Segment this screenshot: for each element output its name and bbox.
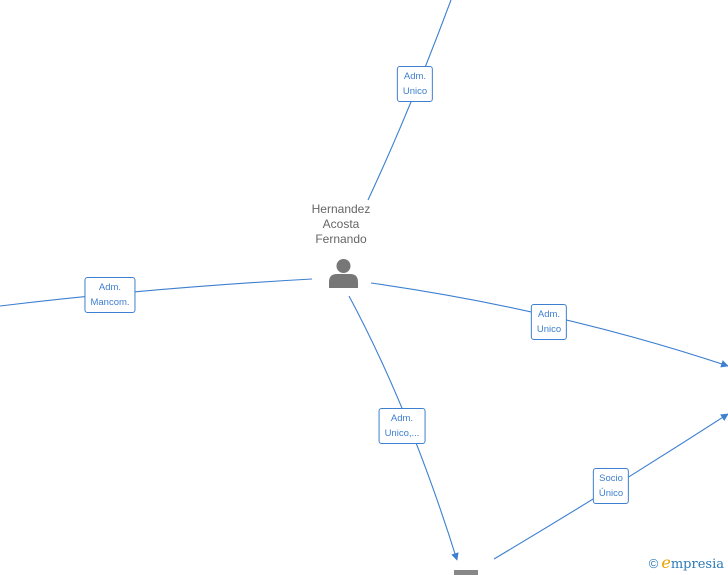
center-node-name-line: Fernando [315, 232, 367, 246]
edge-label-line: Adm. [98, 282, 122, 293]
edge-label-bottom[interactable]: Adm. Unico,... [378, 408, 426, 444]
company-icon[interactable] [454, 570, 478, 575]
edge-label-lower-right[interactable]: Socio Único [592, 468, 630, 504]
edge-label-line: Unico,... [384, 428, 420, 439]
edge-label-right[interactable]: Adm. Unico [530, 304, 568, 340]
edge-label-line: Mancom. [90, 297, 130, 308]
edge-label-left[interactable]: Adm. Mancom. [84, 277, 136, 313]
edge-label-line: Adm. [390, 413, 414, 424]
edge-label-line: Adm. [537, 309, 561, 320]
edge-label-line: Unico [536, 324, 562, 335]
edge-left [0, 278, 313, 307]
center-node-label: Hernandez Acosta Fernando [296, 202, 386, 247]
edge-label-line: Adm. [403, 71, 427, 82]
edge-label-line: Único [598, 488, 624, 499]
center-node-name-line: Acosta [322, 217, 360, 231]
person-icon[interactable] [329, 258, 358, 288]
edge-label-line: Socio [599, 473, 623, 484]
center-node-name-line: Hernandez [311, 202, 371, 216]
edge-top [367, 0, 452, 201]
edge-label-top[interactable]: Adm. Unico [396, 66, 434, 102]
brand-name: mpresia [670, 557, 724, 572]
edge-label-line: Unico [402, 86, 428, 97]
brand-logo: ©empresia [649, 553, 724, 572]
brand-e-letter: e [661, 553, 671, 572]
copyright-icon: © [648, 556, 659, 571]
